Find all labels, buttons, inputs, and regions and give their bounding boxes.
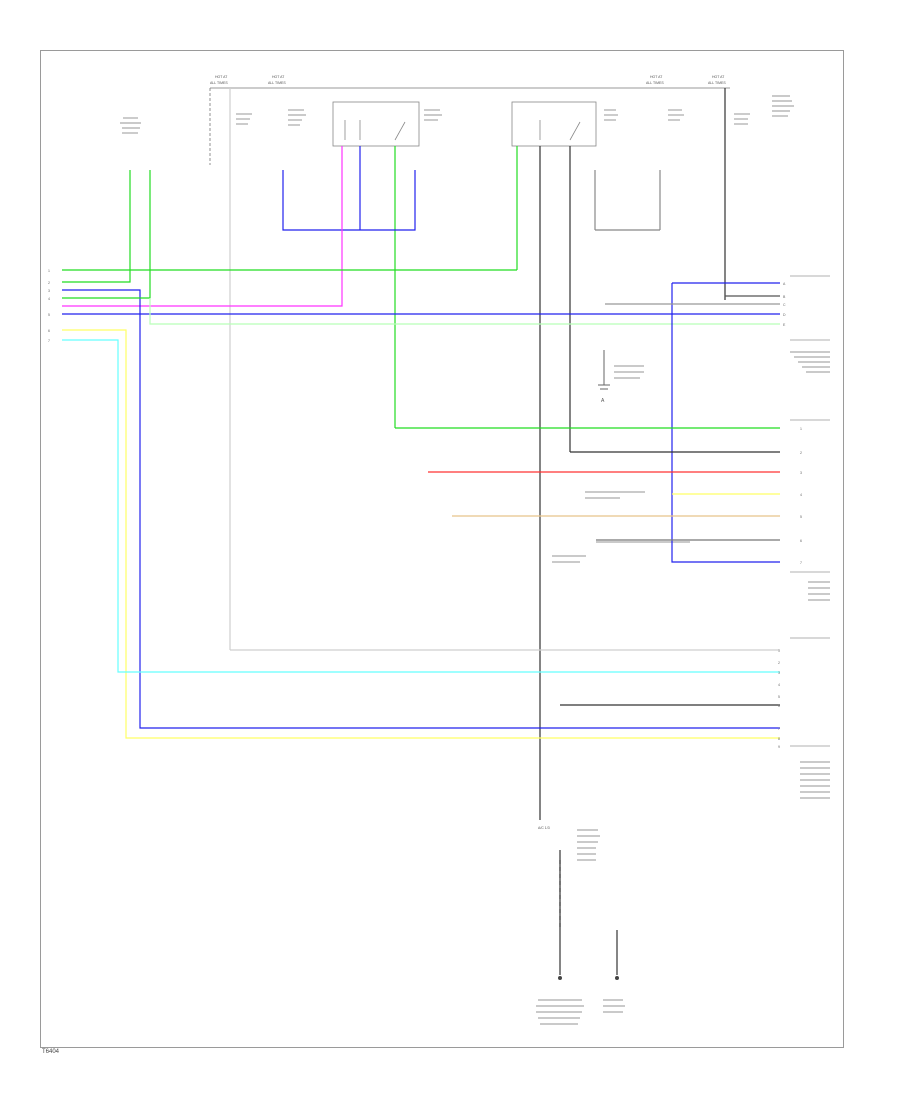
relay-box-left [332,101,420,147]
pin-number: 2 [800,451,802,455]
pin-number: D [783,313,786,317]
pin-number: 5 [778,695,780,699]
right-connector-brackets [790,275,830,747]
relay-box-right [511,101,597,147]
right-pin-numbers: A BC D E 1 2 3 4 5 6 7 1 2 3 4 5 6 7 8 9 [778,282,802,749]
pin-number: 7 [778,727,780,731]
svg-text:HOT AT: HOT AT [215,75,228,79]
pin-number: 6 [800,539,802,543]
svg-text:HOT AT: HOT AT [272,75,285,79]
svg-text:HOT AT: HOT AT [712,75,725,79]
left-pin-numbers: 1 2 3 4 5 6 7 [48,269,50,343]
top-bus-labels: HOT AT ALL TIMES HOT AT ALL TIMES HOT AT AL… [210,75,726,85]
pin-number: 9 [778,745,780,749]
pin-number: 8 [778,737,780,741]
pin-number: 5 [48,313,50,317]
pin-number: B [783,295,786,299]
component-label-glyphs [120,95,830,1025]
pin-number: 2 [48,281,50,285]
pin-number: A [783,282,786,286]
pin-number: 6 [778,704,780,708]
pin-number: 4 [778,683,780,687]
pin-number: 3 [778,671,780,675]
svg-text:ALL TIMES: ALL TIMES [210,81,228,85]
pin-number: 3 [800,471,802,475]
svg-text:HOT AT: HOT AT [650,75,663,79]
pin-number: 7 [48,339,50,343]
left-harness [62,170,780,739]
pin-number: 4 [800,493,802,497]
bottom-tag: A/C 1/3 [538,826,550,830]
vertical-drops [229,88,726,820]
right-harness [230,282,780,706]
pin-number: 4 [48,297,50,301]
diagram-frame [40,50,844,1048]
blue-loop [282,146,416,231]
bottom-connector-tag: A/C 1/3 [538,826,550,830]
pin-number: 6 [48,329,50,333]
pin-number: 1 [48,269,50,273]
footer-code: T6404 [42,1049,60,1055]
pin-number: 1 [778,649,780,653]
pin-number: 3 [48,289,50,293]
pin-number: 2 [778,661,780,665]
svg-text:ALL TIMES: ALL TIMES [268,81,286,85]
ground-letter: A [601,398,605,404]
pin-number: 1 [800,427,802,431]
pin-number: 7 [800,561,802,565]
svg-text:ALL TIMES: ALL TIMES [708,81,726,85]
svg-text:ALL TIMES: ALL TIMES [646,81,664,85]
pin-number: C [783,303,786,307]
bottom-ground-dots [558,976,619,980]
top-bus [209,87,730,165]
pin-number: E [783,323,786,327]
pin-number: 5 [800,515,802,519]
bottom-leads [559,850,618,975]
magenta-branch [62,146,343,307]
ground-switch-symbol [598,350,610,390]
